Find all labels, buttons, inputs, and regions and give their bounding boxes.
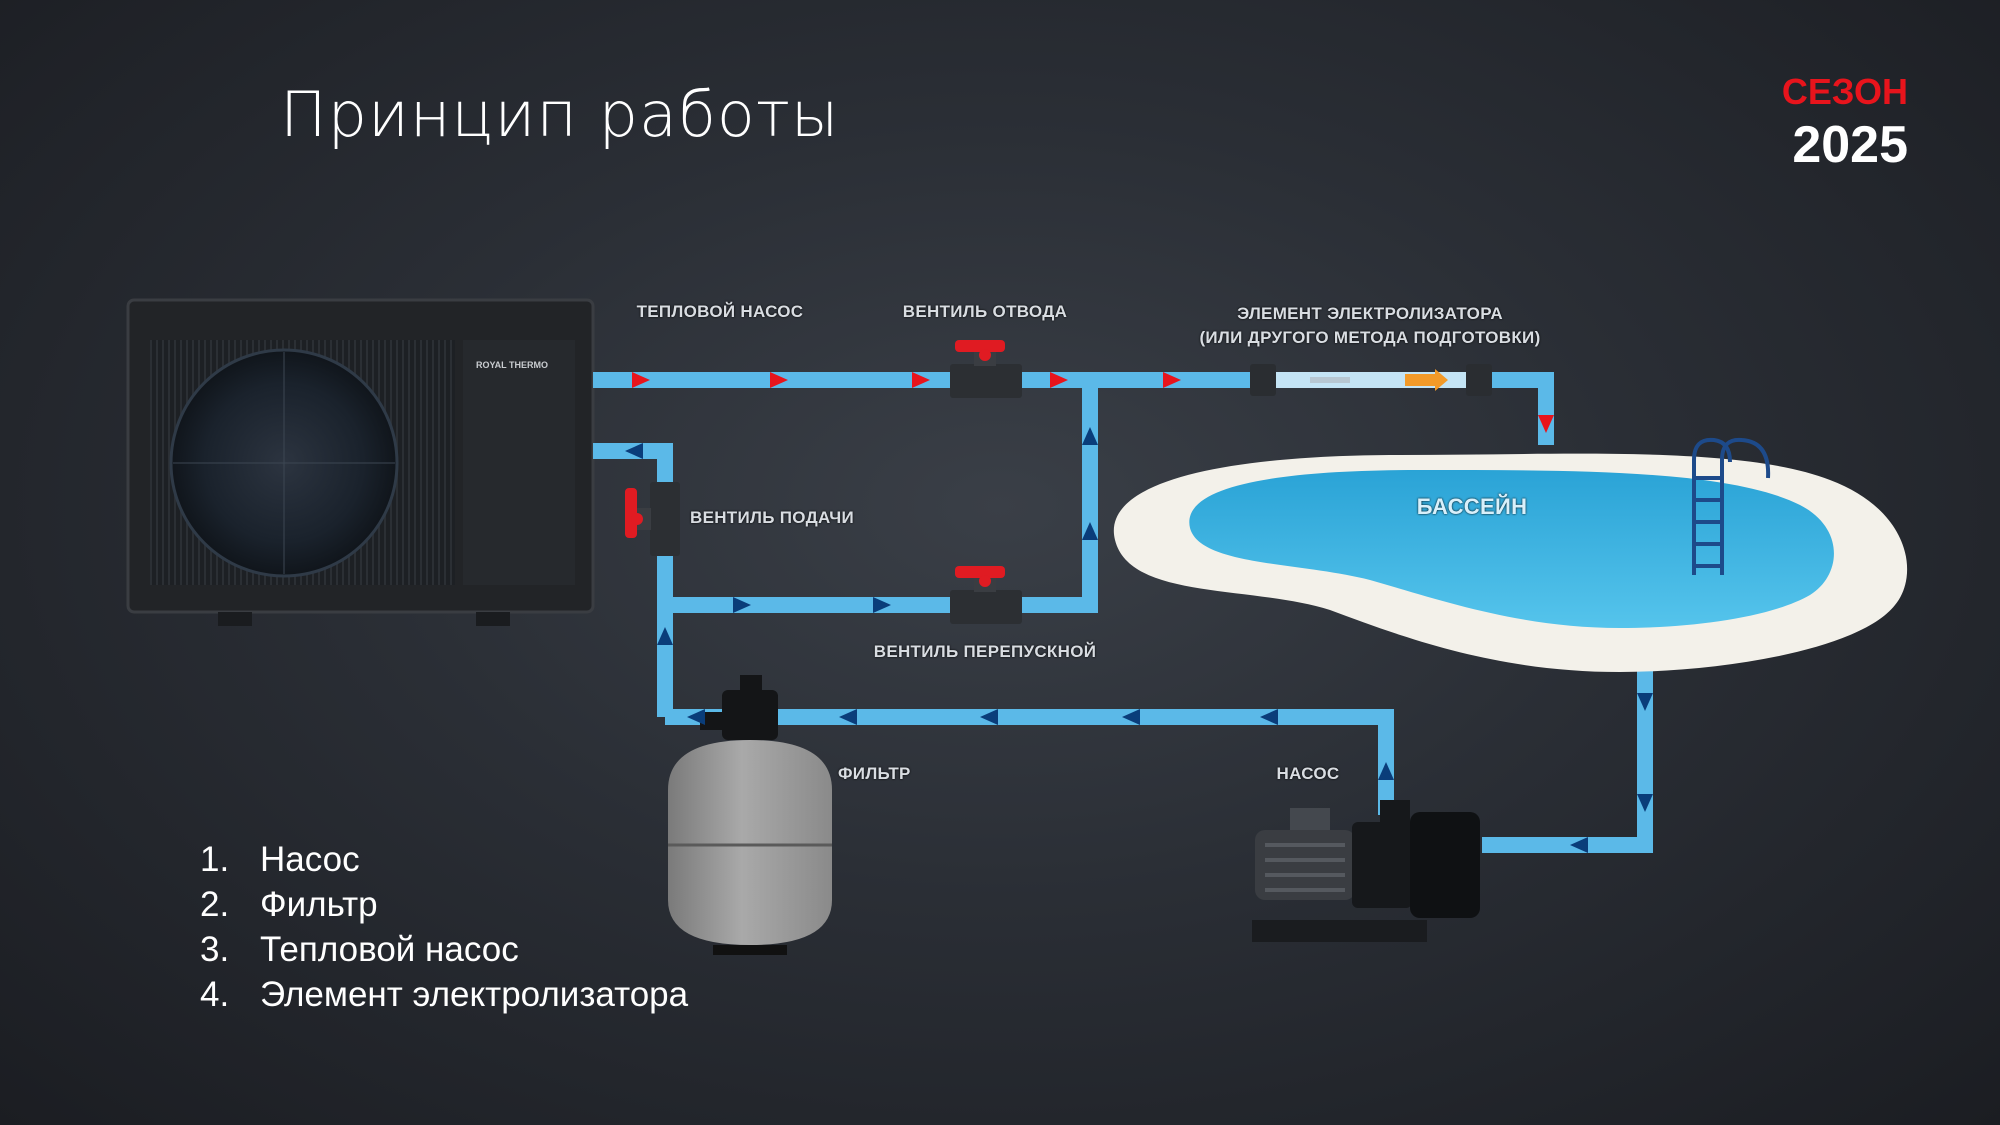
legend-text: Насос [260, 840, 360, 879]
legend-text: Фильтр [260, 885, 378, 924]
hot-pipe [593, 372, 1554, 445]
label-electrolyzer: ЭЛЕМЕНТ ЭЛЕКТРОЛИЗАТОРА (ИЛИ ДРУГОГО МЕТ… [1160, 302, 1580, 350]
label-electrolyzer-line1: ЭЛЕМЕНТ ЭЛЕКТРОЛИЗАТОРА [1237, 304, 1503, 323]
cold-flow-arrows [625, 427, 1653, 853]
page-title: Принцип работы [280, 78, 840, 151]
label-bypass-valve: ВЕНТИЛЬ ПЕРЕПУСКНОЙ [873, 642, 1097, 661]
heat-pump-unit: ROYAL THERMO [126, 298, 595, 626]
ladder-icon [1692, 437, 1771, 575]
label-pool: БАССЕЙН [1416, 494, 1528, 519]
legend-num: 2. [200, 885, 230, 924]
diversion-valve[interactable] [950, 340, 1022, 398]
legend-num: 3. [200, 930, 230, 969]
season-label: СЕЗОН [1781, 71, 1908, 112]
legend-text: Элемент электролизатора [260, 975, 689, 1014]
water-pump [1252, 800, 1480, 942]
pool [1113, 437, 1908, 672]
legend-list: 1. Насос 2. Фильтр 3. Тепловой насос 4. Элем… [200, 840, 688, 1020]
legend-item: 1. Насос [200, 840, 688, 885]
label-pump: НАСОС [1276, 764, 1340, 783]
drain-pipe [1482, 670, 1653, 853]
label-diversion-valve: ВЕНТИЛЬ ОТВОДА [902, 302, 1068, 321]
legend-item: 3. Тепловой насос [200, 930, 688, 975]
legend-num: 1. [200, 840, 230, 879]
hot-flow-arrows [632, 372, 1554, 433]
legend-item: 4. Элемент электролизатора [200, 975, 688, 1020]
supply-valve[interactable] [625, 482, 680, 556]
legend-text: Тепловой насос [260, 930, 519, 969]
diversion-branch [665, 380, 1098, 613]
unit-brand: ROYAL THERMO [476, 360, 548, 370]
label-electrolyzer-line2: (ИЛИ ДРУГОГО МЕТОДА ПОДГОТОВКИ) [1199, 328, 1541, 347]
sand-filter [668, 675, 832, 955]
season-year: 2025 [1792, 116, 1908, 174]
season-badge: СЕЗОН 2025 [1782, 70, 1908, 176]
legend-num: 4. [200, 975, 230, 1014]
return-pipe [665, 709, 1394, 815]
legend-item: 2. Фильтр [200, 885, 688, 930]
electrolyzer-element [1250, 364, 1492, 396]
label-supply-valve: ВЕНТИЛЬ ПОДАЧИ [690, 508, 855, 527]
bypass-valve[interactable] [950, 566, 1022, 624]
label-heat-pump: ТЕПЛОВОЙ НАСОС [636, 302, 804, 321]
label-filter: ФИЛЬТР [838, 764, 911, 783]
